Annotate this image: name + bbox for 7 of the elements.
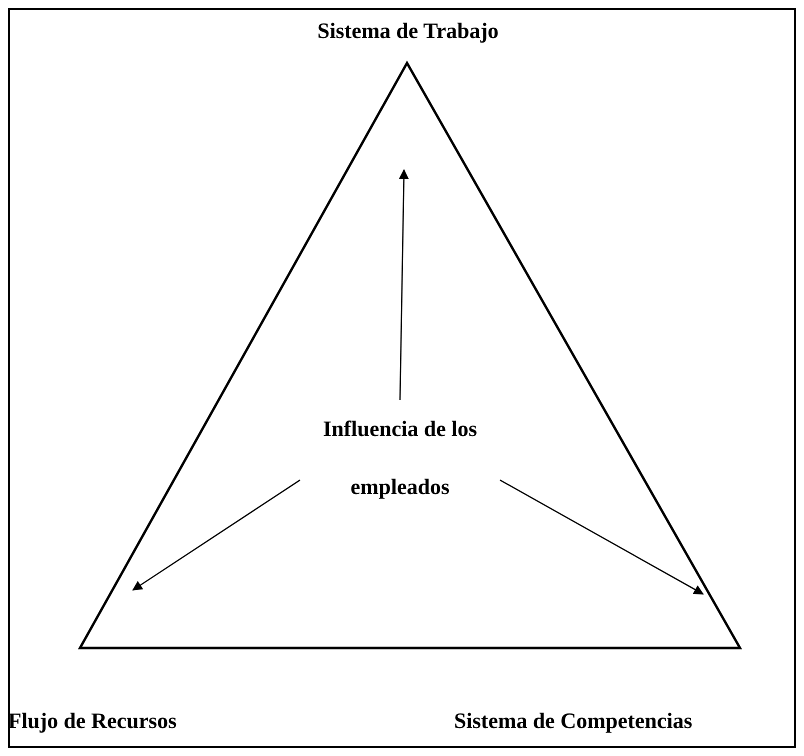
arrow <box>398 169 409 400</box>
corner-label: Sistema de Competencias <box>454 707 692 735</box>
corner-label: Sistema de Trabajo <box>316 17 500 45</box>
center-label: Influencia de los empleados <box>322 415 478 501</box>
corner-label: Flujo de Recursos <box>8 707 177 735</box>
arrow <box>500 479 704 595</box>
arrow <box>132 480 300 591</box>
